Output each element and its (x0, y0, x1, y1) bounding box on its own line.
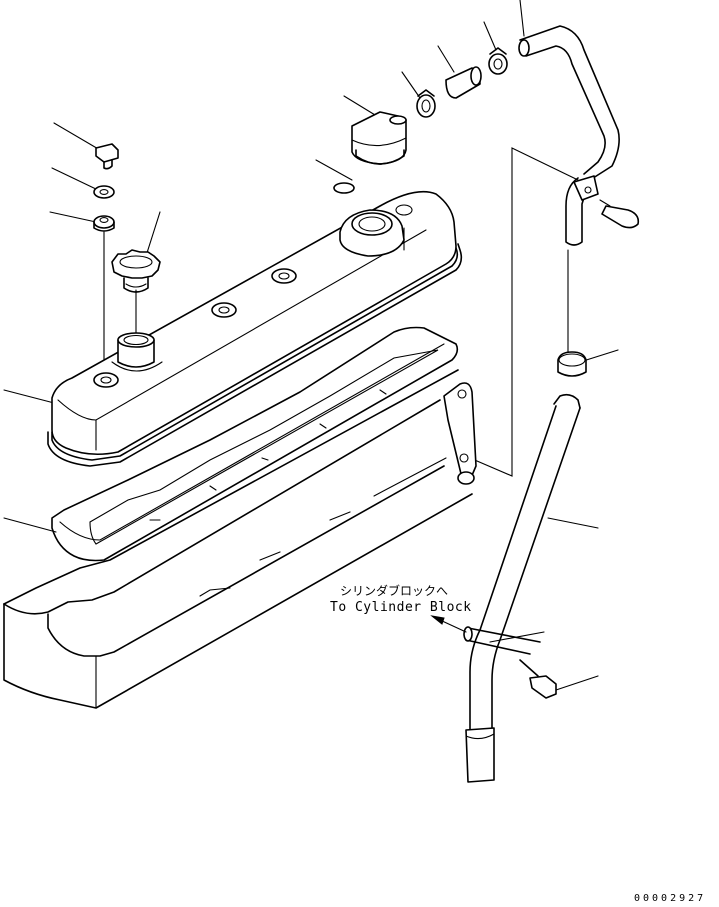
breather-elbow (351, 111, 407, 165)
head-cover-gasket (51, 326, 459, 562)
hose-clamp-3 (557, 351, 587, 377)
annotation-japanese: シリンダブロックへ (340, 584, 449, 598)
breather-hose (445, 66, 482, 99)
upper-breather-pipe (518, 25, 620, 246)
mounting-bracket (443, 382, 477, 485)
bracket-bolt (599, 199, 640, 229)
hose-clamp-2 (488, 47, 508, 75)
cylinder-head (3, 369, 473, 709)
hose-clamp-1 (416, 89, 436, 118)
leader-lines (3, 0, 619, 691)
breather-tube (463, 393, 581, 783)
annotation-english: To Cylinder Block (330, 600, 472, 615)
cylinder-head-cover (47, 190, 463, 467)
washer (93, 185, 115, 199)
seal (93, 215, 115, 232)
direction-arrow (430, 615, 467, 633)
o-ring (333, 182, 355, 194)
bolt-top (95, 143, 119, 170)
oil-filler-cap (111, 249, 161, 293)
drawing-number: 00002927 (634, 893, 707, 904)
tube-bolt (519, 659, 557, 699)
